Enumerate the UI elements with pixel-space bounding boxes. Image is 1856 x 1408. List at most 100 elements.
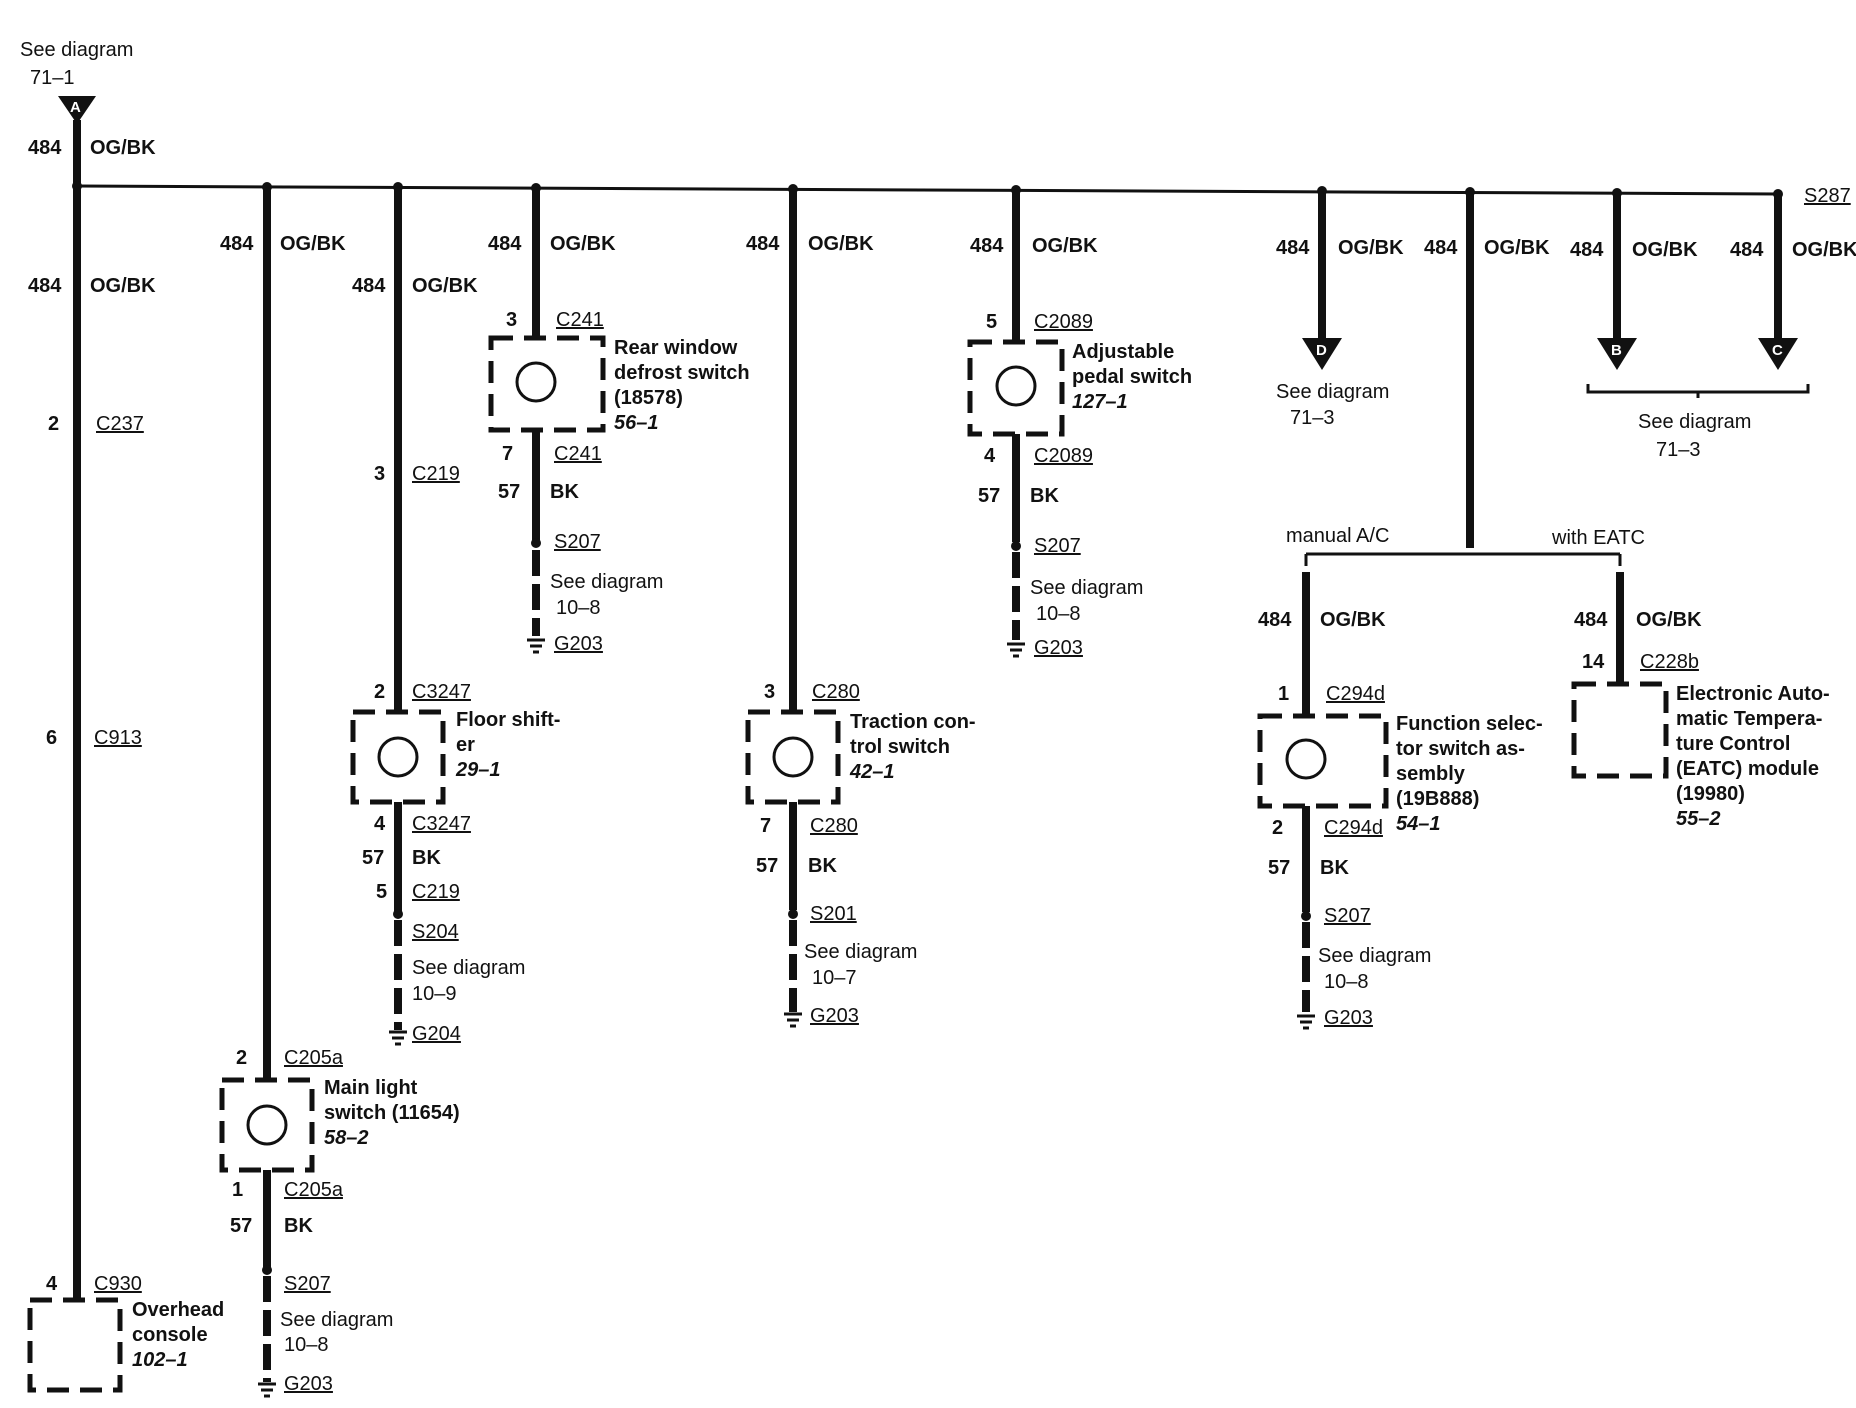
top-see-diagram-label: See diagram [20, 39, 133, 61]
see-diagram-label: See diagram [550, 571, 663, 593]
see-diagram-label: See diagram [412, 957, 525, 979]
wire-color: OG/BK [1792, 239, 1856, 261]
bc-reference: See diagram 71–3 [1586, 384, 1810, 461]
component-name: console [132, 1324, 208, 1346]
pin-number: 1 [1278, 683, 1289, 705]
wire-color: OG/BK [1032, 235, 1098, 257]
see-diagram-label: See diagram [1318, 945, 1431, 967]
pin-number: 7 [760, 815, 771, 837]
pin-number: 4 [46, 1273, 58, 1295]
traction-control-switch-box [745, 709, 841, 805]
branch-connector-b: 484 OG/BK B [1570, 193, 1698, 370]
ground-icon [1297, 1014, 1315, 1030]
indicator-switch-icon [515, 361, 557, 403]
splice-id: S207 [1034, 535, 1081, 557]
connector-id: C241 [554, 443, 602, 465]
component-name: Traction con- [850, 711, 976, 733]
component-name: switch (11654) [324, 1102, 460, 1124]
function-selector-box [1257, 713, 1389, 809]
wire-number: 484 [970, 235, 1004, 257]
component-ref: 42–1 [849, 761, 895, 783]
branch-climate-control: 484 OG/BK manual A/C with EATC 484 OG/BK… [1257, 192, 1830, 1030]
pin-number: 14 [1582, 651, 1605, 673]
see-diagram-label: See diagram [280, 1309, 393, 1331]
ground-icon [389, 1030, 407, 1046]
ground-id: G203 [1324, 1007, 1373, 1029]
sub-branch-function-selector: 484 OG/BK 1 C294d Function selec- tor sw… [1257, 572, 1543, 1030]
pin-number: 5 [986, 311, 997, 333]
top-wire-number: 484 [28, 137, 62, 159]
connector-id: C280 [810, 815, 858, 837]
see-diagram-label: See diagram [1030, 577, 1143, 599]
component-name: Overhead [132, 1299, 224, 1321]
branch-rear-window-defrost-switch: 484 OG/BK 3 C241 Rear window defrost swi… [488, 188, 750, 655]
wire-number: 484 [220, 233, 254, 255]
s287-splice-label: S287 [1804, 185, 1851, 207]
top-see-diagram-ref: 71–1 [30, 67, 75, 89]
ground-icon [258, 1382, 276, 1398]
pin-number: 3 [764, 681, 775, 703]
wire-color: OG/BK [280, 233, 346, 255]
bc-bracket [1586, 384, 1810, 394]
connector-id: C280 [812, 681, 860, 703]
see-diagram-ref: 10–8 [284, 1334, 329, 1356]
branch-connector-d: 484 OG/BK D See diagram 71–3 [1276, 191, 1404, 429]
option-label-with-eatc: with EATC [1551, 527, 1645, 549]
pin-number: 1 [232, 1179, 243, 1201]
switch-symbol-icon [377, 736, 419, 778]
component-name: (19B888) [1396, 788, 1479, 810]
main-bus-line [76, 184, 1781, 196]
switch-symbol-icon [246, 1104, 288, 1146]
wire-color: OG/BK [808, 233, 874, 255]
see-diagram-ref: 10–8 [1324, 971, 1369, 993]
ground-id: G203 [810, 1005, 859, 1027]
wire-number: 484 [352, 275, 386, 297]
connector-c-arrow: C [1758, 338, 1798, 370]
component-name: Electronic Auto- [1676, 683, 1830, 705]
splice-id: S207 [1324, 905, 1371, 927]
pin-number: 7 [502, 443, 513, 465]
component-ref: 127–1 [1072, 391, 1128, 413]
pin-number: 2 [48, 413, 59, 435]
wire-number: 484 [746, 233, 780, 255]
wire-number: 484 [488, 233, 522, 255]
branch-connector-c: 484 OG/BK C [1730, 194, 1856, 370]
see-diagram-ref: 10–7 [812, 967, 857, 989]
component-name: Rear window [614, 337, 738, 359]
component-name: Function selec- [1396, 713, 1543, 735]
wire-number: 57 [230, 1215, 252, 1237]
see-diagram-ref: 10–8 [556, 597, 601, 619]
pedal-switch-box [967, 339, 1065, 437]
switch-symbol-icon [772, 736, 814, 778]
top-wire-color: OG/BK [90, 137, 156, 159]
wire-number: 57 [756, 855, 778, 877]
connector-b-letter: B [1611, 342, 1622, 359]
pin-number: 4 [374, 813, 386, 835]
see-diagram-ref: 71–3 [1656, 439, 1701, 461]
splice-node [531, 538, 541, 548]
indicator-switch-icon [995, 365, 1037, 407]
connector-c-letter: C [1772, 342, 1783, 359]
pin-number: 3 [506, 309, 517, 331]
see-diagram-ref: 10–8 [1036, 603, 1081, 625]
component-ref: 56–1 [614, 412, 659, 434]
connector-id: C205a [284, 1047, 344, 1069]
wire-color: OG/BK [1338, 237, 1404, 259]
component-name: Adjustable [1072, 341, 1174, 363]
component-name: trol switch [850, 736, 950, 758]
component-name: er [456, 734, 475, 756]
eatc-module-box [1571, 681, 1669, 779]
wire-number: 57 [498, 481, 520, 503]
wire-number: 484 [28, 275, 62, 297]
wire-color: OG/BK [1320, 609, 1386, 631]
component-ref: 29–1 [455, 759, 501, 781]
connector-id: C930 [94, 1273, 142, 1295]
pin-number: 3 [374, 463, 385, 485]
wire-number: 57 [978, 485, 1000, 507]
connector-id: C2089 [1034, 445, 1093, 467]
wire-color: BK [284, 1215, 313, 1237]
connector-id: C237 [96, 413, 144, 435]
component-name: (18578) [614, 387, 683, 409]
wire-number: 57 [1268, 857, 1290, 879]
wire-color: OG/BK [412, 275, 478, 297]
